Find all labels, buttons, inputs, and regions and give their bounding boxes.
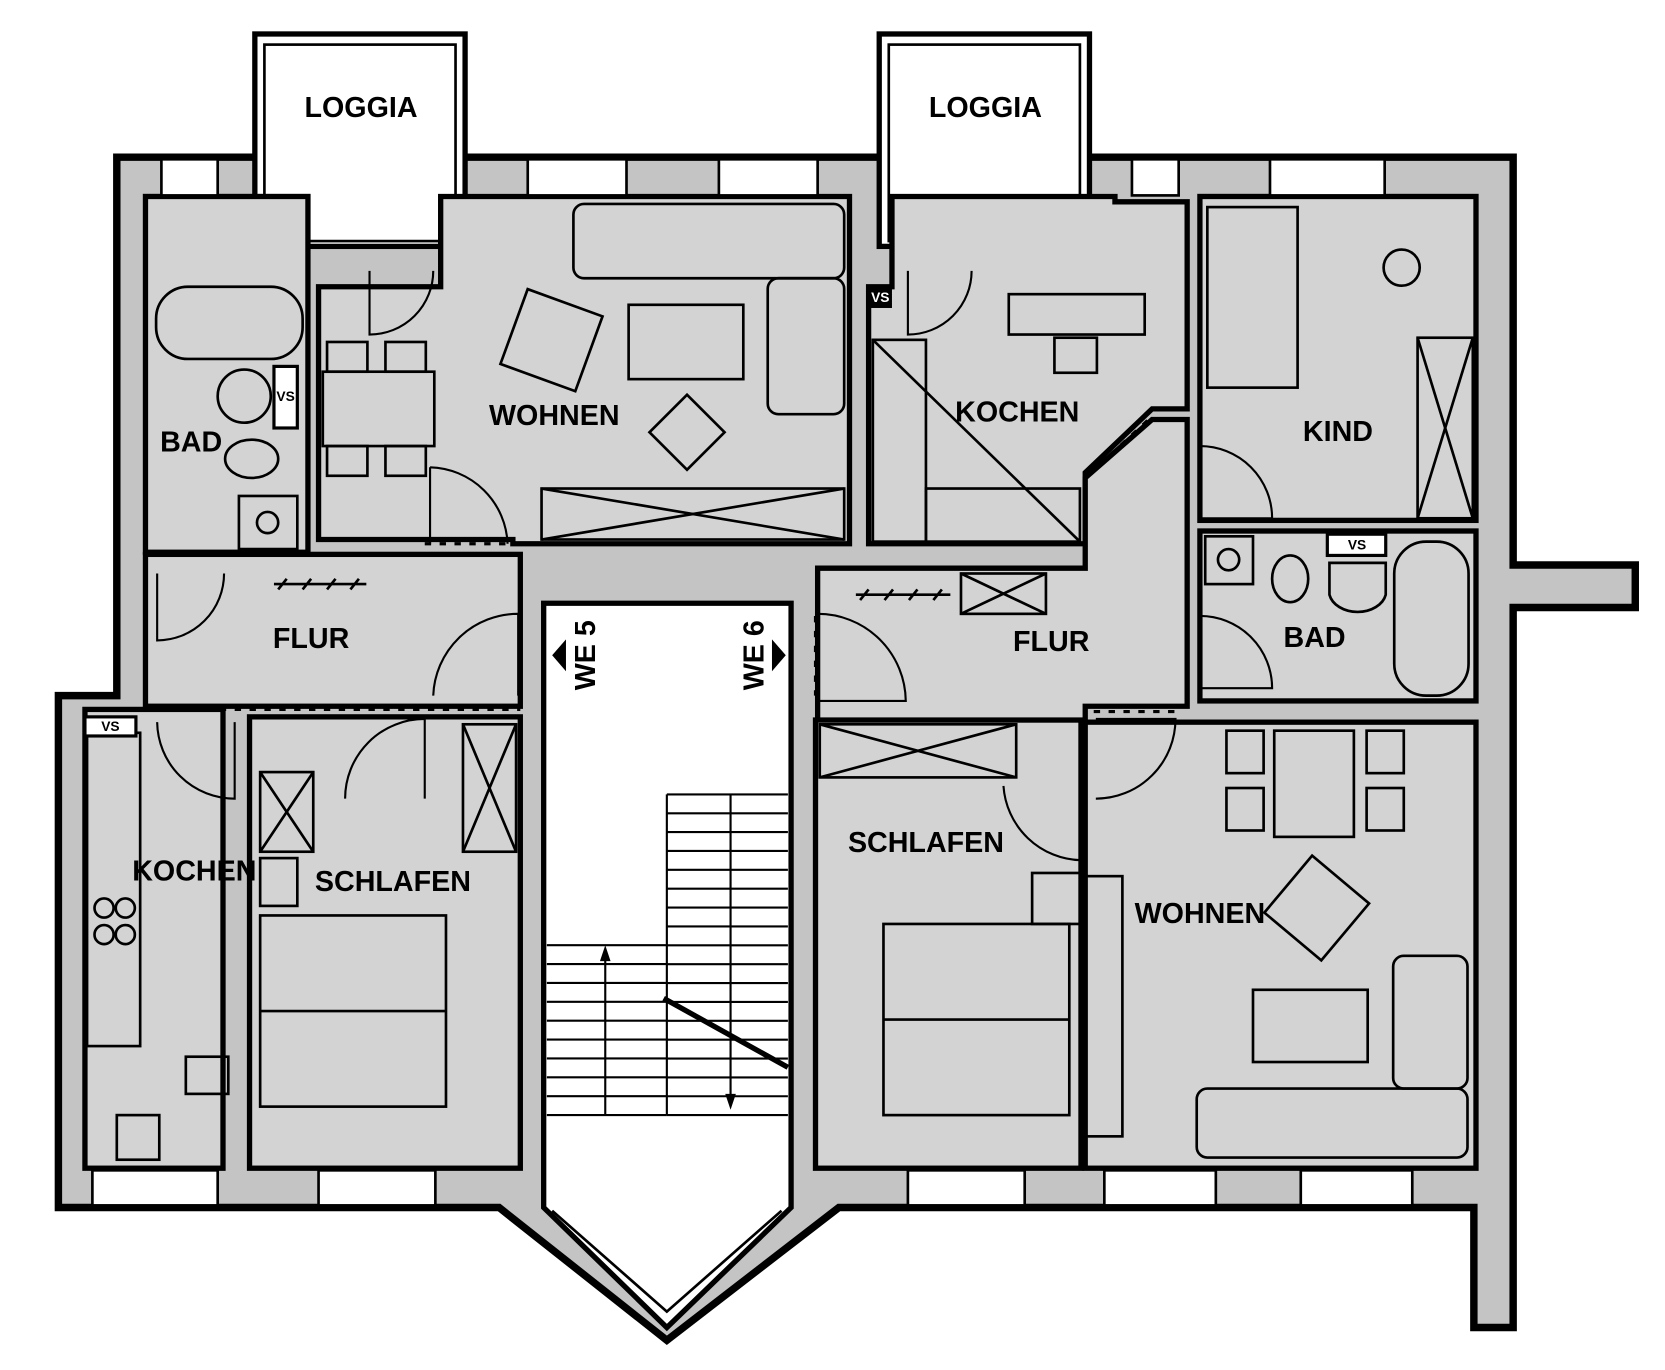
stair-break-line [662,995,790,1070]
label-we5: WE 5 [570,620,602,690]
label-bad-right: BAD [1284,622,1346,654]
room-flur-left [142,551,523,709]
vs-box-kitchen-left [83,715,138,738]
label-we6: WE 6 [739,620,771,690]
vs-label-bath-left: VS [276,389,294,404]
label-wohnen-right: WOHNEN [1135,898,1266,930]
stair-arrow-down-head [725,1093,736,1110]
label-bad-left: BAD [160,426,222,458]
vs-box-bath-left [272,364,299,430]
vs-box-kitchen-right [868,286,892,308]
room-kochen-left [82,706,226,1171]
label-wohnen-left: WOHNEN [489,400,620,432]
door-swings [156,270,1274,862]
label-schlafen-right: SCHLAFEN [848,827,1004,859]
arrow-right-icon [771,639,786,672]
room-wohnen-right [1082,719,1479,1171]
vs-box-bath-right [1325,532,1388,558]
label-kochen-left: KOCHEN [132,856,256,888]
label-kochen-right: KOCHEN [955,397,1079,429]
door-openings [145,415,1189,850]
vs-label-bath-right: VS [1348,538,1366,553]
vs-label-kitchen-left: VS [101,719,119,734]
arrow-left-icon [552,639,566,672]
label-loggia-left: LOGGIA [305,92,418,124]
stair-steps [546,793,788,1117]
windows [91,157,1414,1314]
label-flur-right: FLUR [1013,626,1090,658]
room-schlafen-right [812,717,1084,1171]
furniture [85,202,1475,1162]
vs-label-kitchen-right: VS [871,290,889,305]
label-flur-left: FLUR [273,623,350,655]
room-kochen-right [865,193,1190,547]
label-kind: KIND [1303,416,1373,448]
room-kind [1197,193,1479,524]
label-schlafen-left: SCHLAFEN [315,866,471,898]
stair-arrow-up-head [599,945,611,962]
room-schlafen-left [246,714,523,1171]
label-loggia-right: LOGGIA [929,92,1042,124]
